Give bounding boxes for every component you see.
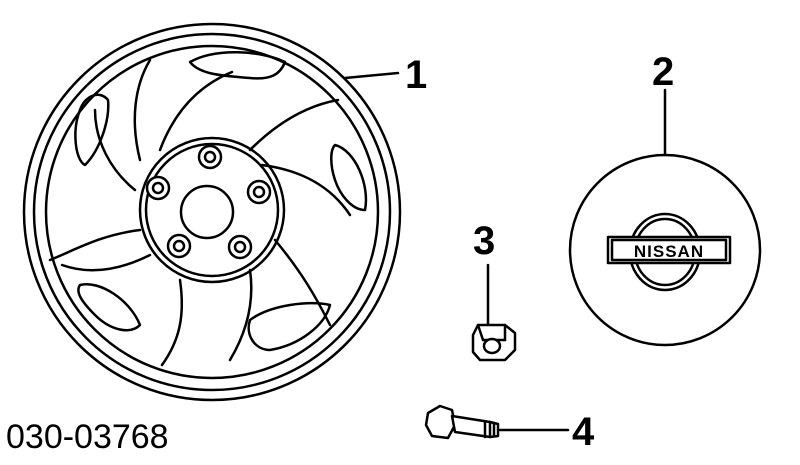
- part-code: 030-03768: [6, 418, 169, 456]
- wheel-hub: [138, 136, 286, 284]
- wheel-leader-line: [343, 71, 400, 80]
- wheel-drawing: [22, 22, 402, 402]
- callout-2: 2: [652, 50, 674, 94]
- callout-3: 3: [473, 219, 495, 263]
- wheel-windows: [74, 51, 368, 352]
- center-cap-drawing: NISSAN: [568, 88, 762, 347]
- callout-1: 1: [405, 53, 427, 97]
- nissan-logo: NISSAN: [606, 212, 732, 292]
- nissan-logo-text: NISSAN: [634, 242, 704, 261]
- nut-drawing: [471, 263, 517, 362]
- wheel-spokes: [48, 58, 352, 367]
- valve-drawing: [424, 404, 570, 440]
- callout-4: 4: [572, 410, 595, 454]
